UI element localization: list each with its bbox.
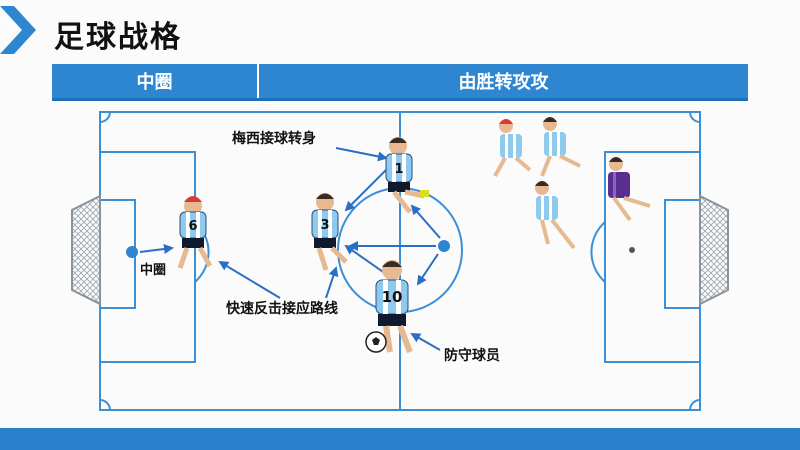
label-center-circle: 中圈 (140, 262, 166, 278)
ball-icon (365, 331, 387, 353)
arrow-to-messi (410, 204, 441, 239)
label-defender: 防守球员 (444, 347, 500, 364)
corner-arc-br (689, 399, 701, 411)
attacker-1 (493, 119, 532, 177)
attackers-group (493, 117, 581, 250)
header-bar: 中圈 由胜转攻攻 (52, 64, 748, 101)
player-messi: 1 (385, 137, 429, 214)
corner-arc-tl (99, 111, 111, 123)
player-3: 3 (311, 193, 348, 271)
left-goal (71, 194, 101, 306)
center-marker-left (126, 246, 138, 258)
player-10: 10 (375, 260, 413, 354)
page-title: 足球战格 (54, 20, 182, 55)
label-messi-turn: 梅西接球转身 (232, 130, 316, 147)
attacker-2 (540, 117, 581, 177)
arrow-label-to-6 (139, 244, 174, 254)
player-3-number: 3 (320, 218, 329, 233)
right-goal (699, 194, 729, 306)
corner-arc-bl (99, 399, 111, 411)
player-6-number: 6 (188, 219, 197, 234)
right-penalty-arc (590, 221, 606, 283)
label-counter-route: 快速反击接应路线 (226, 300, 338, 317)
corner-arc-tr (689, 111, 701, 123)
arrow-route-to-6 (218, 260, 281, 299)
player-6: 6 (177, 196, 213, 269)
arrow-10-to-3 (344, 244, 387, 275)
right-goal-box (664, 199, 701, 309)
header-left: 中圈 (52, 64, 259, 98)
opponent-player (608, 157, 651, 253)
footer-bar (0, 428, 800, 450)
attacker-3 (535, 181, 576, 250)
header-right: 由胜转攻攻 (458, 72, 549, 93)
left-penalty-box (99, 151, 196, 363)
arrow-route-to-3 (325, 266, 339, 299)
center-marker-right (438, 240, 450, 252)
arrow-to-10 (416, 253, 439, 286)
arrows (139, 147, 441, 351)
player-messi-number: 1 (394, 162, 403, 177)
chevron-logo-icon (0, 6, 36, 54)
arrow-label-to-defender (410, 333, 441, 351)
player-10-number: 10 (382, 288, 403, 306)
arrow-label-to-messi (335, 147, 388, 162)
